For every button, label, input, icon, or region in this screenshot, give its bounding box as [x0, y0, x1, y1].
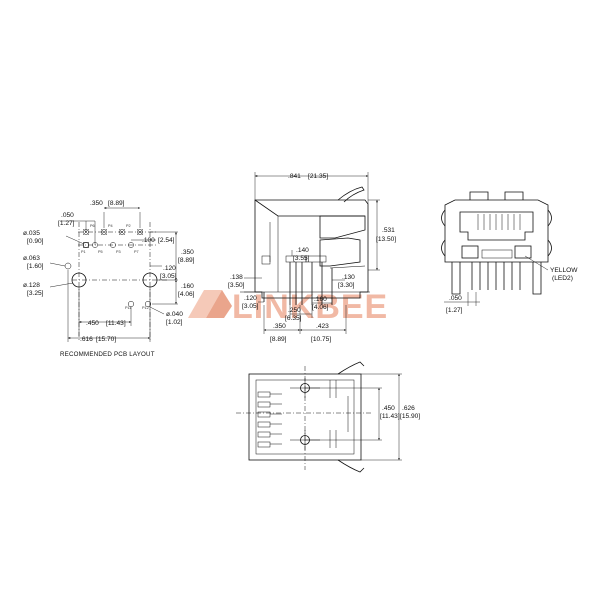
- svg-text:[6.35]: [6.35]: [285, 315, 302, 322]
- watermark: LINKBEE: [188, 288, 388, 326]
- bottom-view: .450 [11.43] .626 [15.90]: [236, 361, 420, 473]
- contact-fingers: [477, 214, 521, 230]
- svg-text:[3.30]: [3.30]: [338, 282, 355, 289]
- svg-text:.350: .350: [181, 249, 194, 256]
- svg-text:[11.43]: [11.43]: [106, 320, 126, 327]
- svg-text:[13.50]: [13.50]: [376, 236, 396, 243]
- svg-text:.450: .450: [382, 405, 395, 412]
- svg-text:.120: .120: [163, 265, 176, 272]
- pin-label: P1: [81, 250, 86, 254]
- svg-text:[8.89]: [8.89]: [178, 257, 195, 264]
- led-pin-hole: [127, 300, 135, 308]
- svg-text:.350: .350: [90, 200, 103, 207]
- svg-text:.130: .130: [342, 274, 355, 281]
- side-view: .841 [21.35] .531 [13.50] .140 [3.55] .1…: [228, 172, 396, 343]
- bottom-pins: [257, 391, 282, 448]
- pin-label: P11: [125, 306, 131, 310]
- svg-text:.450: .450: [86, 320, 99, 327]
- svg-text:[0.90]: [0.90]: [27, 238, 44, 245]
- pin-label: P7: [134, 250, 139, 254]
- svg-text:.250: .250: [288, 307, 301, 314]
- svg-text:ø.040: ø.040: [166, 311, 183, 318]
- pcb-layout-view: P1 P6 P4 P2 P5 P3 P7 P11 P12 .050 [1.27]…: [23, 200, 195, 358]
- svg-text:[10.75]: [10.75]: [311, 336, 331, 343]
- pin-label: P6: [90, 224, 95, 228]
- pcb-layout-caption: RECOMMENDED PCB LAYOUT: [60, 351, 155, 358]
- svg-text:.138: .138: [230, 274, 243, 281]
- svg-text:ø.128: ø.128: [23, 282, 40, 289]
- svg-text:.050: .050: [61, 212, 74, 219]
- svg-text:.423: .423: [316, 323, 329, 330]
- svg-text:.841: .841: [288, 173, 301, 180]
- svg-text:[8.89]: [8.89]: [270, 336, 287, 343]
- svg-text:[1.27]: [1.27]: [446, 307, 463, 314]
- svg-text:[3.05]: [3.05]: [160, 273, 177, 280]
- svg-text:[8.89]: [8.89]: [108, 200, 125, 207]
- svg-text:.050: .050: [449, 295, 462, 302]
- led-color-label: YELLOW: [550, 267, 578, 274]
- svg-text:[11.43]: [11.43]: [380, 413, 400, 420]
- svg-text:.100: .100: [142, 237, 155, 244]
- svg-text:.616: .616: [80, 336, 93, 343]
- svg-text:[3.05]: [3.05]: [242, 303, 259, 310]
- pin-label: P2: [126, 224, 131, 228]
- svg-text:[1.60]: [1.60]: [27, 263, 44, 270]
- svg-text:.160: .160: [314, 296, 327, 303]
- front-view: YELLOW (LED2) .050 [1.27]: [441, 191, 578, 314]
- svg-text:.350: .350: [273, 323, 286, 330]
- svg-text:.626: .626: [402, 405, 415, 412]
- pin-label: P3: [116, 250, 121, 254]
- pin-label: P12: [142, 306, 149, 310]
- svg-text:[3.25]: [3.25]: [27, 290, 44, 297]
- svg-text:[1.27]: [1.27]: [58, 220, 75, 227]
- watermark-text: LINKBEE: [232, 288, 388, 326]
- svg-text:.120: .120: [244, 295, 257, 302]
- svg-text:.140: .140: [296, 247, 309, 254]
- led-hole: [64, 262, 72, 270]
- svg-text:ø.063: ø.063: [23, 255, 40, 262]
- svg-text:[3.50]: [3.50]: [228, 282, 245, 289]
- svg-text:[3.55]: [3.55]: [293, 255, 310, 262]
- svg-text:ø.035: ø.035: [23, 230, 40, 237]
- svg-text:[1.02]: [1.02]: [166, 319, 183, 326]
- svg-text:[2.54]: [2.54]: [158, 237, 175, 244]
- led-id-label: (LED2): [552, 275, 573, 282]
- svg-text:[4.06]: [4.06]: [178, 291, 195, 298]
- svg-text:.160: .160: [181, 283, 194, 290]
- led-pin-hole: [144, 300, 152, 308]
- svg-text:[4.06]: [4.06]: [312, 304, 329, 311]
- pin-label: P4: [108, 224, 113, 228]
- svg-text:[21.35]: [21.35]: [308, 173, 328, 180]
- pin-label: P5: [98, 250, 103, 254]
- svg-text:[15.90]: [15.90]: [400, 413, 420, 420]
- svg-text:.531: .531: [382, 227, 395, 234]
- svg-text:[15.70]: [15.70]: [96, 336, 116, 343]
